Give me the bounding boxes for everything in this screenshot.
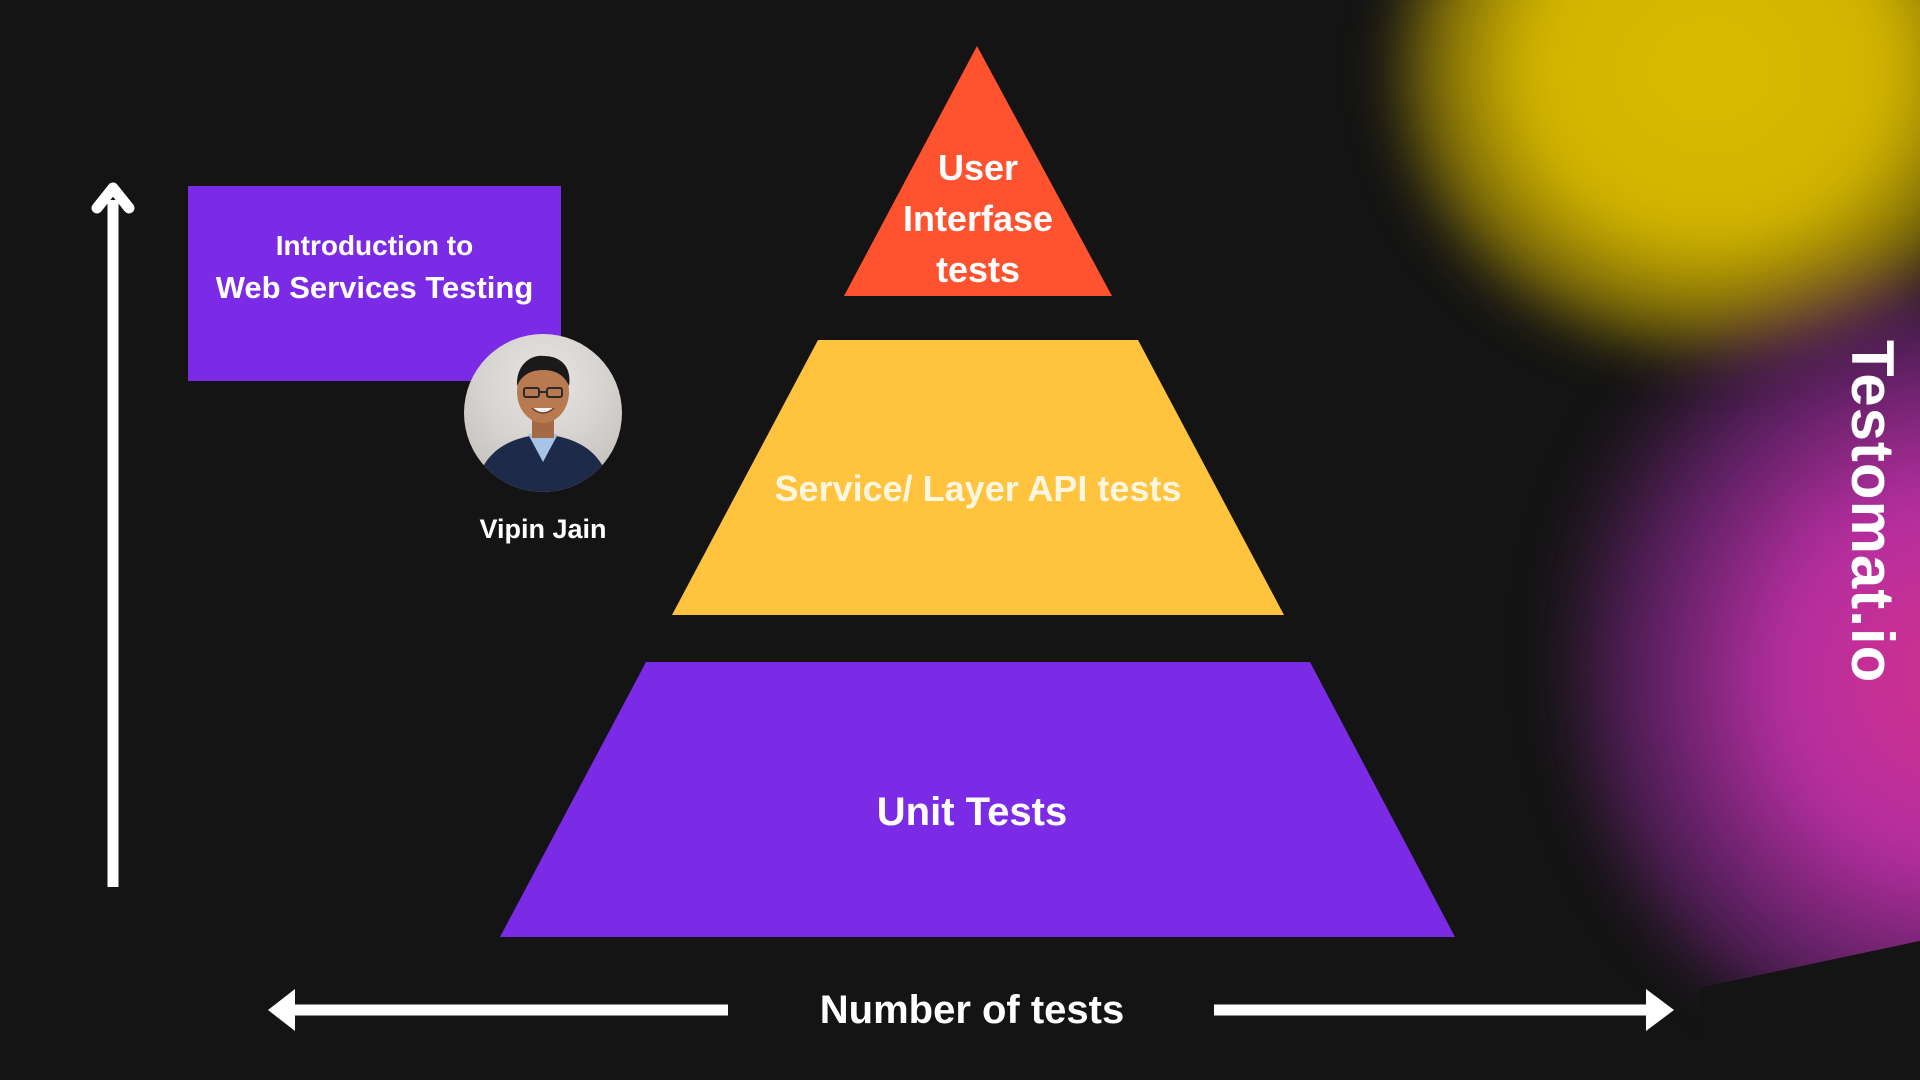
speaker-name: Vipin Jain — [479, 514, 607, 544]
speaker-portrait — [474, 355, 612, 492]
title-line-1: Introduction to — [275, 230, 474, 261]
pyramid-level-unit — [500, 662, 1455, 937]
number-of-tests-label: Number of tests — [819, 988, 1125, 1032]
double-arrow-horizontal-icon — [268, 989, 1674, 1031]
brand-logo: Testomat.io — [1839, 340, 1906, 684]
ui-tests-label: User Interfase tests — [902, 147, 1054, 290]
title-card: Introduction to Web Services Testing — [188, 186, 561, 381]
unit-tests-label: Unit Tests — [876, 790, 1068, 834]
service-tests-label: Service/ Layer API tests — [774, 468, 1182, 509]
pyramid-level-ui — [844, 46, 1112, 296]
avatar — [464, 334, 622, 492]
arrow-up-icon — [91, 182, 135, 887]
pyramid-level-service — [672, 340, 1284, 615]
title-line-2: Web Services Testing — [215, 270, 534, 305]
